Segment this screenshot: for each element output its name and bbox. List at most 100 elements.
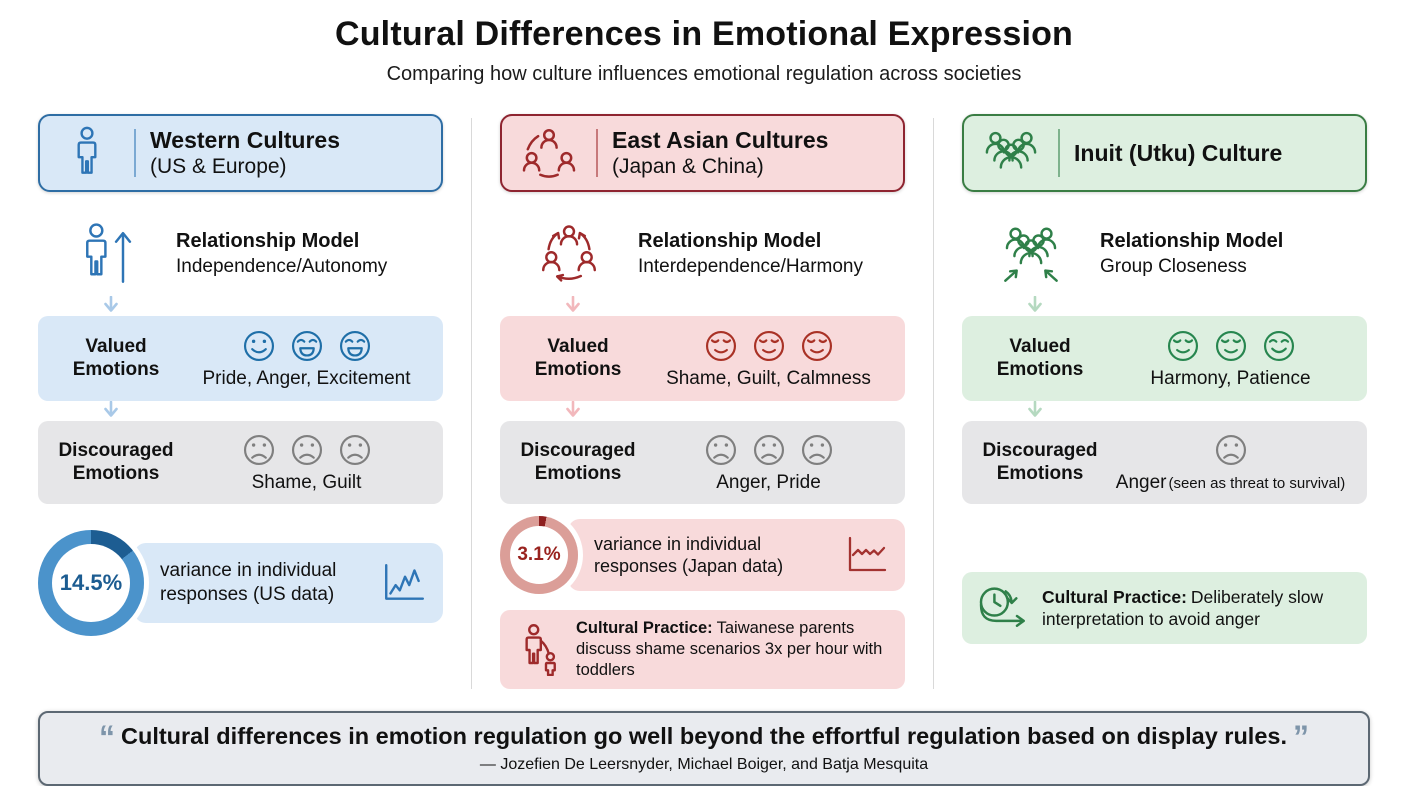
line-chart-icon: [381, 562, 427, 604]
header-divider: [596, 129, 598, 177]
sad-face-icon: [339, 434, 370, 465]
variance-description: variance in individual responses (US dat…: [160, 560, 337, 605]
discouraged-emotion-faces: [1106, 432, 1355, 468]
smile-face-icon: [243, 330, 274, 361]
donut-hole: [510, 526, 568, 584]
clock-arrow-icon: [974, 584, 1032, 632]
discouraged-emotions-box: Discouraged Emotions Anger(seen as threa…: [962, 421, 1367, 504]
comparison-board: Western Cultures (US & Europe) Relations…: [38, 114, 1370, 690]
calm-face-icon: [705, 330, 736, 361]
discouraged-note: (seen as threat to survival): [1168, 474, 1346, 492]
calm-face-icon: [801, 330, 832, 361]
cultural-practice-label: Cultural Practice:: [576, 619, 713, 637]
parent-child-icon: [512, 623, 570, 676]
discouraged-emotions-label: Discouraged Emotions: [58, 439, 174, 484]
calm-face-icon: [753, 330, 784, 361]
cultural-practice-box: Cultural Practice:Deliberately slow inte…: [962, 572, 1367, 644]
discouraged-emotion-faces: [644, 432, 893, 468]
header-divider: [134, 129, 136, 177]
quote-box: “Cultural differences in emotion regulat…: [38, 711, 1370, 786]
relationship-model-row: Relationship Model Interdependence/Harmo…: [500, 212, 905, 296]
east-asian-header: East Asian Cultures (Japan & China): [500, 114, 905, 192]
page-title: Cultural Differences in Emotional Expres…: [334, 15, 1074, 53]
discouraged-emotions-box: Discouraged Emotions Anger, Pride: [500, 421, 905, 504]
relationship-text: Relationship Model Independence/Autonomy: [176, 230, 387, 278]
down-arrow-icon: [1026, 295, 1367, 316]
donut-hole: [52, 544, 130, 622]
down-arrow-icon: [564, 400, 905, 421]
variance-text-pill: variance in individual responses (US dat…: [134, 543, 443, 623]
relationship-model-row: Relationship Model Independence/Autonomy: [38, 212, 443, 296]
discouraged-emotions-label: Discouraged Emotions: [520, 439, 636, 484]
column-subtitle: (US & Europe): [150, 154, 287, 178]
valued-emotions-list: Shame, Guilt, Calmness: [666, 367, 871, 389]
header-text: East Asian Cultures (Japan & China): [612, 127, 828, 178]
discouraged-emotions-content: Anger, Pride: [644, 432, 893, 494]
variance-stat-row: 14.5% variance in individual responses (…: [38, 530, 443, 636]
sad-face-icon: [705, 434, 736, 465]
relationship-value: Independence/Autonomy: [176, 256, 388, 277]
calm-face-icon: [1167, 330, 1198, 361]
open-quote-mark: “: [99, 719, 115, 756]
column-separator: [471, 118, 472, 690]
cultural-practice-text: Cultural Practice:Taiwanese parents disc…: [576, 619, 883, 680]
laugh-face-icon: [291, 330, 322, 361]
valued-emotion-faces: [1106, 328, 1355, 364]
group-inward-arrows-icon: [962, 223, 1100, 285]
discouraged-emotions-box: Discouraged Emotions Shame, Guilt: [38, 421, 443, 504]
inuit-header: Inuit (Utku) Culture: [962, 114, 1367, 192]
column-title: Western Cultures: [150, 127, 341, 154]
relationship-label: Relationship Model: [638, 230, 822, 252]
sad-face-icon: [801, 434, 832, 465]
valued-emotions-label: Valued Emotions: [72, 335, 160, 380]
column-title: East Asian Cultures: [612, 127, 829, 154]
column-separator: [933, 118, 934, 690]
variance-stat-row: 3.1% variance in individual responses (J…: [500, 516, 905, 594]
down-arrow-icon: [102, 295, 443, 316]
people-group-icon: [978, 129, 1044, 177]
quote-attribution: — Jozefien De Leersnyder, Michael Boiger…: [479, 755, 929, 773]
down-arrow-icon: [1026, 400, 1367, 421]
western-header: Western Cultures (US & Europe): [38, 114, 443, 192]
valued-emotions-list: Harmony, Patience: [1150, 367, 1311, 389]
sad-face-icon: [291, 434, 322, 465]
relationship-label: Relationship Model: [1100, 230, 1284, 252]
discouraged-emotion-faces: [182, 432, 431, 468]
variance-description: variance in individual responses (Japan …: [594, 533, 784, 577]
valued-emotions-content: Pride, Anger, Excitement: [182, 328, 431, 390]
header-text: Inuit (Utku) Culture: [1074, 140, 1282, 166]
valued-emotions-content: Harmony, Patience: [1106, 328, 1355, 390]
relationship-text: Relationship Model Group Closeness: [1100, 230, 1283, 278]
down-arrow-icon: [102, 400, 443, 421]
sad-face-icon: [753, 434, 784, 465]
discouraged-emotions-label: Discouraged Emotions: [982, 439, 1098, 484]
relationship-label: Relationship Model: [176, 230, 360, 252]
discouraged-emotions-list: Anger(seen as threat to survival): [1115, 471, 1346, 493]
valued-emotions-box: Valued Emotions Shame, Guilt, Calmness: [500, 316, 905, 401]
valued-emotions-box: Valued Emotions Harmony, Patience: [962, 316, 1367, 401]
laugh-face-icon: [339, 330, 370, 361]
valued-emotions-label: Valued Emotions: [996, 335, 1084, 380]
discouraged-emotions-list: Anger, Pride: [716, 471, 821, 493]
happy-face-icon: [1263, 330, 1294, 361]
sad-face-icon: [1215, 434, 1246, 465]
valued-emotion-faces: [182, 328, 431, 364]
column-inuit-culture: Inuit (Utku) Culture Relationship Model …: [962, 114, 1367, 689]
column-title: Inuit (Utku) Culture: [1074, 139, 1283, 166]
person-icon: [54, 126, 120, 180]
column-subtitle: (Japan & China): [612, 154, 764, 178]
header-text: Western Cultures (US & Europe): [150, 127, 340, 178]
line-chart-icon: [845, 535, 889, 575]
valued-emotions-box: Valued Emotions Pride, Anger, Excitement: [38, 316, 443, 401]
quote-text: “Cultural differences in emotion regulat…: [60, 721, 1348, 753]
page-subtitle: Comparing how culture influences emotion…: [386, 63, 1022, 85]
variance-text-pill: variance in individual responses (Japan …: [568, 519, 905, 591]
donut-chart: 14.5%: [38, 530, 144, 636]
relationship-value: Interdependence/Harmony: [638, 256, 863, 277]
variance-value: 14.5%: [59, 570, 123, 595]
valued-emotions-label: Valued Emotions: [534, 335, 622, 380]
donut-chart: 3.1%: [500, 516, 578, 594]
column-east-asian-cultures: East Asian Cultures (Japan & China) Rela…: [500, 114, 905, 690]
relationship-value: Group Closeness: [1100, 256, 1247, 277]
people-circle-icon: [516, 128, 582, 178]
